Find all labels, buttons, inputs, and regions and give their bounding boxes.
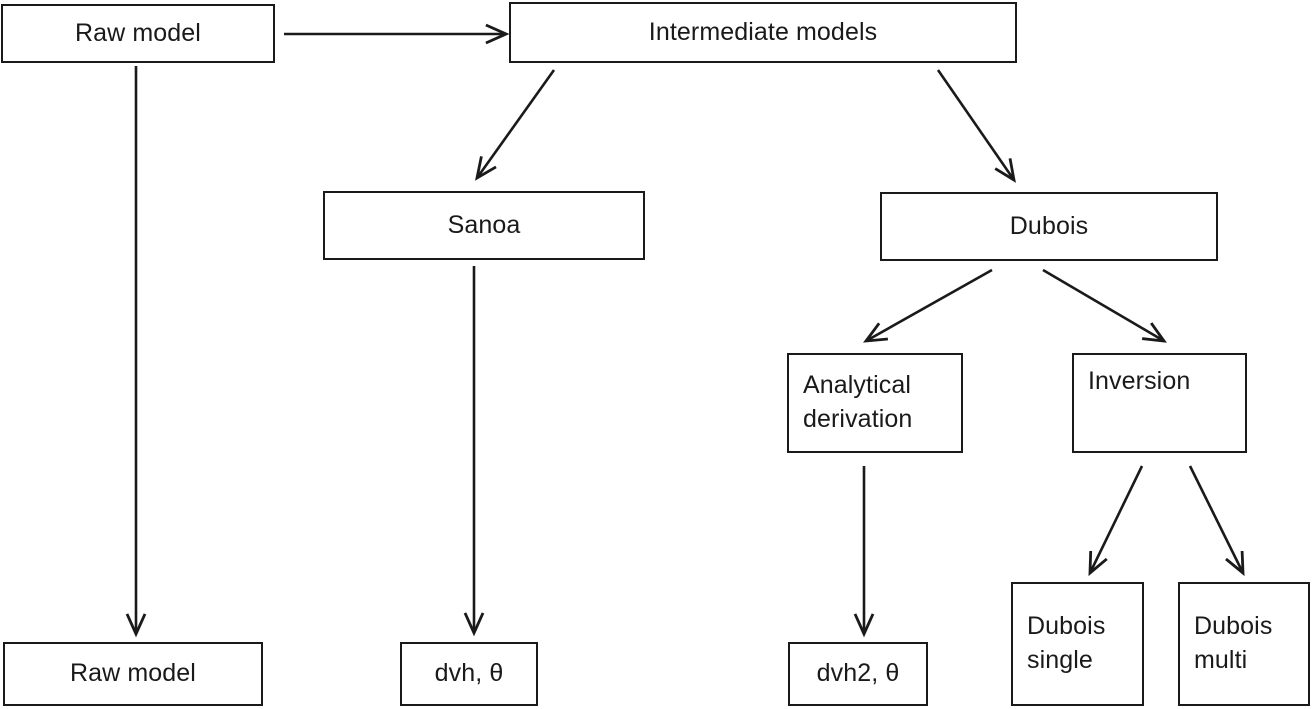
node-label: dvh, θ xyxy=(434,659,504,688)
edge-raw-model-to-intermediate-models xyxy=(284,23,510,45)
edge-analytical-derivation-to-dvh2 xyxy=(853,466,875,638)
node-dubois-single: Dubois single xyxy=(1011,582,1144,706)
arrowhead-icon xyxy=(1225,550,1245,577)
node-label: dvh2, θ xyxy=(816,659,900,688)
node-label: Intermediate models xyxy=(648,17,878,46)
edge-intermediate-models-to-dubois xyxy=(936,69,1016,183)
node-label: Inversion xyxy=(1088,367,1191,395)
node-analytical-derivation: Analytical derivation xyxy=(787,353,963,453)
node-label: Sanoa xyxy=(447,210,521,239)
arrowhead-icon xyxy=(1141,322,1167,343)
edge-line xyxy=(1088,465,1144,574)
edge-line xyxy=(865,268,993,343)
edge-dubois-to-analytical-derivation xyxy=(863,268,993,343)
arrowhead-icon xyxy=(1088,550,1108,577)
edge-line xyxy=(1042,268,1165,343)
edge-inversion-to-dubois-multi xyxy=(1188,465,1245,577)
node-raw-model-bottom: Raw model xyxy=(3,642,263,706)
arrowhead-icon xyxy=(863,322,889,343)
node-label: Dubois single xyxy=(1027,612,1106,674)
arrowhead-icon xyxy=(994,158,1016,183)
node-dubois-multi: Dubois multi xyxy=(1178,582,1310,706)
edge-raw-model-to-raw-model xyxy=(125,66,147,638)
arrowhead-icon xyxy=(463,612,485,637)
node-raw-model-top: Raw model xyxy=(1,4,275,63)
node-dubois: Dubois xyxy=(880,192,1218,261)
node-label: Raw model xyxy=(75,18,201,47)
edge-intermediate-models-to-sanoa xyxy=(475,69,556,181)
node-label: Raw model xyxy=(70,659,196,688)
edge-inversion-to-dubois-single xyxy=(1088,465,1144,577)
edge-line xyxy=(936,69,1016,181)
arrowhead-icon xyxy=(485,23,510,45)
node-label: Dubois xyxy=(1009,211,1089,240)
edge-dubois-to-inversion xyxy=(1042,268,1167,343)
edge-line xyxy=(1188,465,1245,574)
node-dvh-theta: dvh, θ xyxy=(400,642,538,706)
node-dvh2-theta: dvh2, θ xyxy=(788,642,928,706)
edge-sanoa-to-dvh-theta xyxy=(463,266,485,637)
edge-line xyxy=(475,69,556,179)
arrowhead-icon xyxy=(125,613,147,638)
node-label: Analytical derivation xyxy=(803,371,913,433)
arrowhead-icon xyxy=(853,613,875,638)
node-inversion: Inversion xyxy=(1072,353,1247,453)
node-sanoa: Sanoa xyxy=(323,191,645,260)
node-label: Dubois multi xyxy=(1194,612,1273,674)
arrowhead-icon xyxy=(475,156,497,181)
node-intermediate-models: Intermediate models xyxy=(509,2,1017,63)
